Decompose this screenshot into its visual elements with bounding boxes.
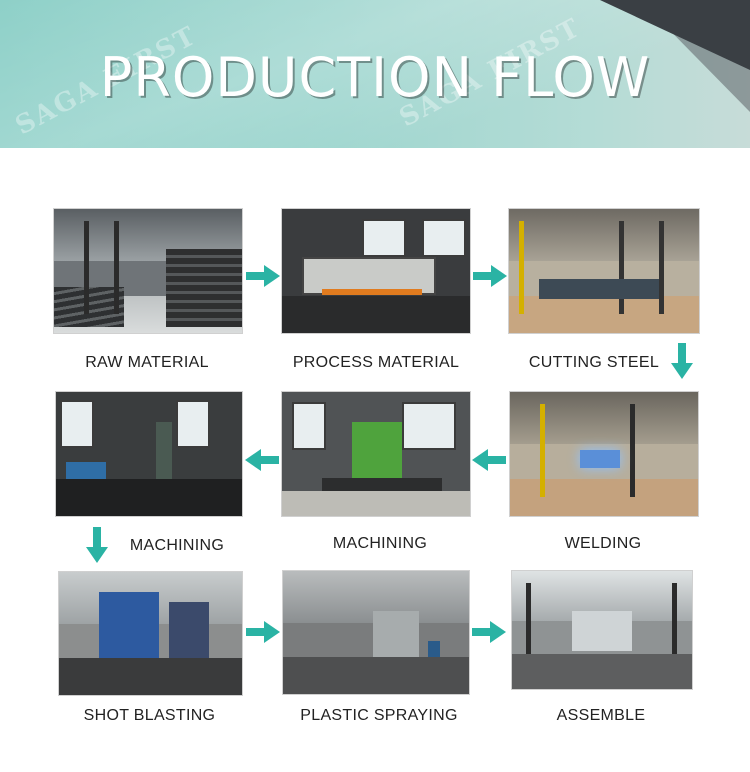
arrow-right-icon <box>246 265 280 287</box>
page-title: PRODUCTION FLOW <box>99 46 651 109</box>
step-label: MACHINING <box>332 535 428 552</box>
header-banner: SAGA FIRST SAGA FIRST PRODUCTION FLOW <box>0 0 750 148</box>
step-photo-cutting-steel <box>508 208 700 334</box>
step-photo-process-material <box>281 208 471 334</box>
step-photo-assemble <box>511 570 693 690</box>
arrow-down-icon <box>86 527 108 563</box>
step-photo-plastic-spraying <box>282 570 470 695</box>
banner-corner <box>600 0 750 70</box>
step-label: WELDING <box>564 535 642 552</box>
step-photo-raw-material <box>53 208 243 334</box>
arrow-right-icon <box>246 621 280 643</box>
step-label: PLASTIC SPRAYING <box>300 707 458 724</box>
arrow-right-icon <box>473 265 507 287</box>
arrow-left-icon <box>245 449 279 471</box>
step-photo-welding <box>509 391 699 517</box>
arrow-right-icon <box>472 621 506 643</box>
step-label: RAW MATERIAL <box>85 354 209 371</box>
arrow-left-icon <box>472 449 506 471</box>
step-label: ASSEMBLE <box>556 707 646 724</box>
step-label: CUTTING STEEL <box>528 354 660 371</box>
arrow-down-icon <box>671 343 693 379</box>
step-photo-machining <box>55 391 243 517</box>
step-label: MACHINING <box>129 537 225 554</box>
step-label: SHOT BLASTING <box>83 707 216 724</box>
step-photo-shot-blasting <box>58 571 243 696</box>
step-label: PROCESS MATERIAL <box>292 354 460 371</box>
step-photo-machining-2 <box>281 391 471 517</box>
